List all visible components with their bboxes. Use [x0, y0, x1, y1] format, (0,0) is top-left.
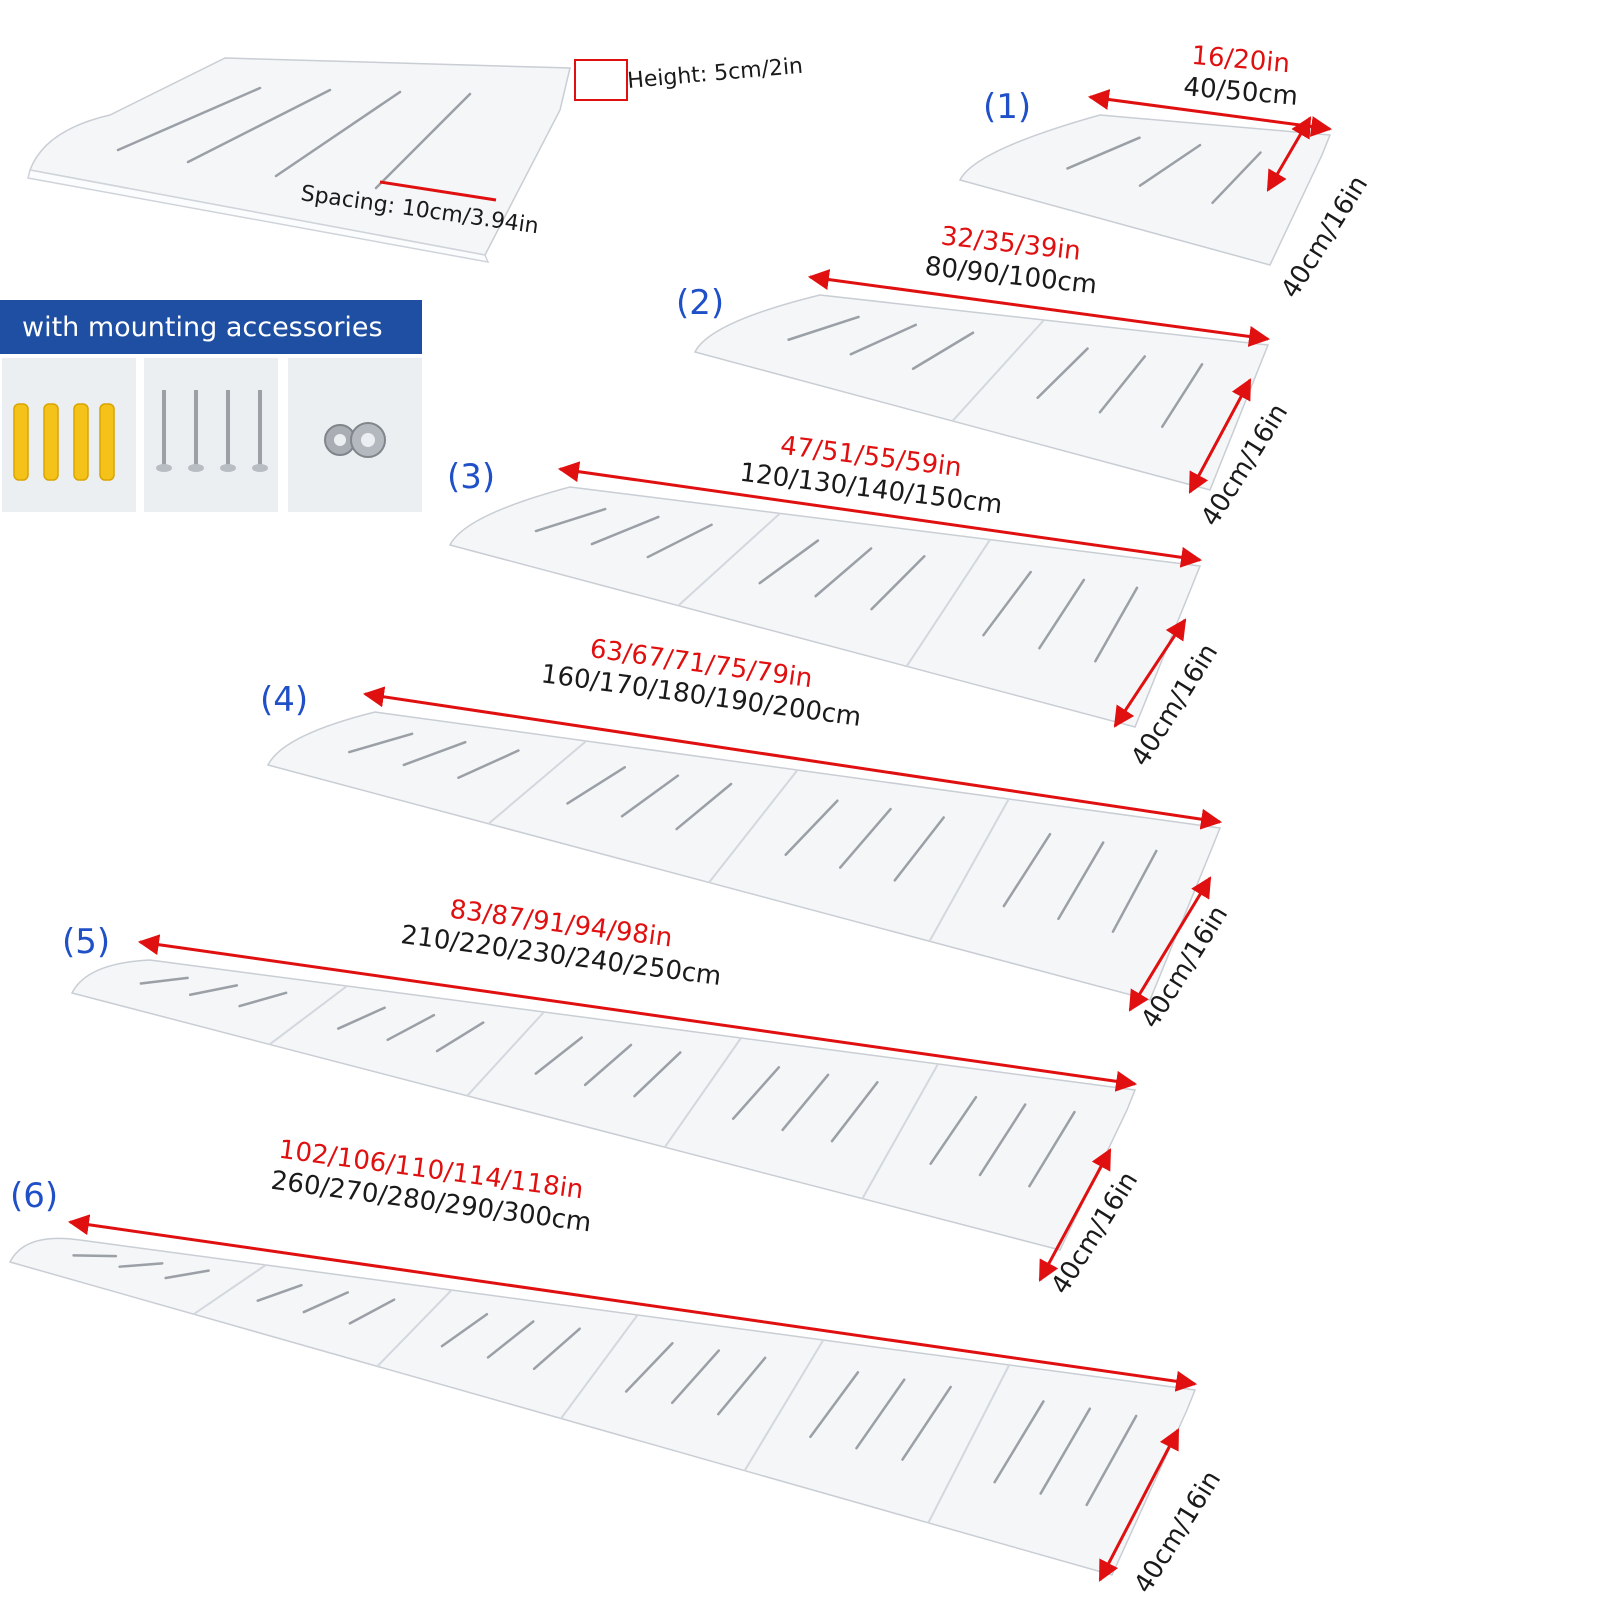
support-rib — [978, 1103, 1027, 1177]
height-label: Height: 5cm/2in — [626, 54, 804, 94]
canopy-panel — [70, 959, 1137, 1251]
support-rib — [72, 1254, 118, 1258]
width-arrow — [362, 686, 1223, 830]
support-rib — [1098, 355, 1147, 414]
support-rib — [929, 1095, 978, 1165]
washers-image — [288, 358, 422, 512]
width-arrow — [807, 269, 1271, 347]
support-rib — [993, 1400, 1045, 1484]
accessories-banner — [0, 300, 422, 354]
support-rib — [901, 1385, 952, 1461]
spacing-indicator — [379, 180, 497, 202]
variant-index: (2) — [676, 283, 724, 323]
variant-index: (1) — [983, 87, 1031, 127]
support-rib — [1138, 143, 1202, 187]
support-rib — [982, 570, 1032, 637]
canopy-panel — [958, 114, 1332, 266]
size-variants: (1)16/20in40/50cm40cm/16in(2)32/35/39in8… — [8, 41, 1374, 1599]
wall-plug-anchors-image — [2, 358, 136, 512]
width-arrow — [137, 934, 1138, 1092]
canopy-panel — [8, 1237, 1197, 1576]
canopy-panel — [266, 711, 1222, 1001]
support-rib — [1036, 347, 1089, 399]
variant-index: (3) — [447, 457, 495, 497]
variant-index: (6) — [10, 1176, 58, 1216]
width-arrow — [557, 461, 1203, 568]
accessories-section: with mounting accessories — [0, 300, 422, 512]
support-rib — [1057, 841, 1105, 921]
support-rib — [1038, 578, 1086, 650]
support-rib — [1039, 1407, 1092, 1495]
accessories-banner-text: with mounting accessories — [22, 312, 383, 343]
support-rib — [1211, 151, 1262, 205]
support-rib — [1066, 136, 1141, 170]
detail-canopy: Height: 5cm/2in Spacing: 10cm/3.94in — [27, 54, 804, 263]
variant-index: (4) — [260, 680, 308, 720]
width-arrow — [67, 1214, 1198, 1392]
depth-arrow — [1128, 876, 1212, 1012]
depth-arrow — [1266, 116, 1312, 192]
screws-image — [144, 358, 278, 512]
variant-index: (5) — [62, 922, 110, 962]
support-rib — [830, 1080, 879, 1143]
support-rib — [1002, 832, 1052, 908]
depth-arrow — [1098, 1428, 1180, 1582]
height-indicator — [574, 59, 628, 101]
support-rib — [1160, 363, 1204, 428]
